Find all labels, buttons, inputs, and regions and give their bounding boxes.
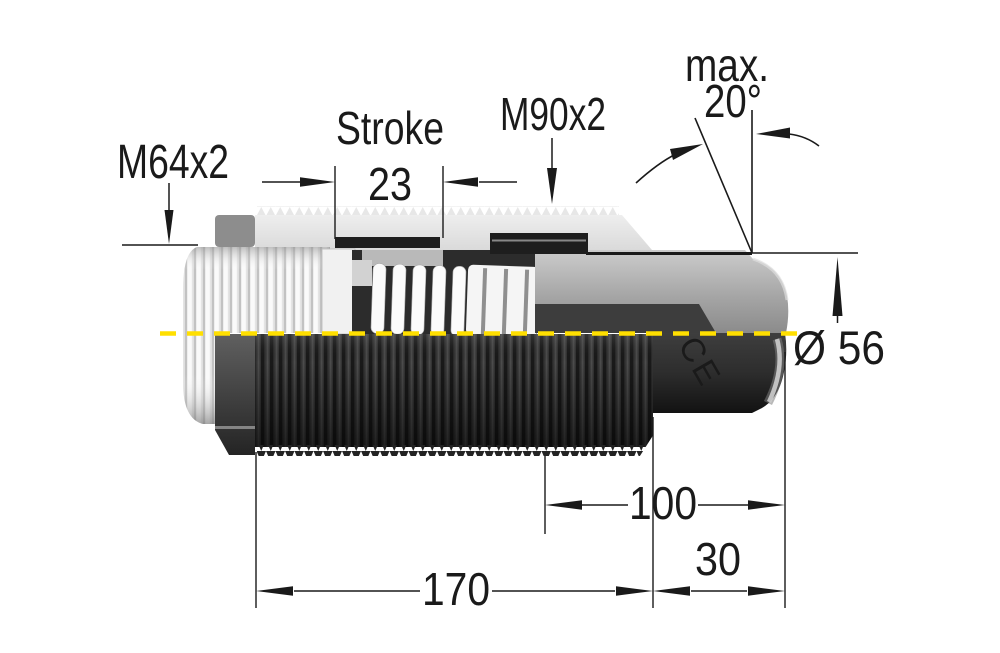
dim-100 — [545, 500, 785, 510]
label-main-thread: M90x2 — [500, 88, 606, 140]
m90-thread-lower — [255, 334, 659, 459]
dim-angle — [635, 110, 858, 254]
dim-m64 — [122, 183, 198, 246]
absorber-body: CE — [160, 206, 806, 459]
label-diameter: Ø 56 — [793, 321, 885, 374]
collar — [321, 248, 356, 335]
dim-m90 — [547, 138, 557, 204]
tube-wall-section-right — [490, 233, 588, 254]
label-angle-value: 20° — [704, 75, 762, 127]
label-layer: M64x2 Stroke 23 M90x2 max. 20° Ø 56 100 … — [117, 39, 885, 615]
tube-wall-section-left — [335, 237, 440, 248]
dimension-layer — [122, 110, 858, 608]
label-front-thread: M64x2 — [117, 136, 229, 189]
rear-body-lower: CE — [653, 330, 787, 413]
label-stroke-word: Stroke — [336, 102, 444, 154]
tube-wall-highlight — [492, 239, 586, 242]
label-angle-prefix: max. — [685, 39, 769, 91]
label-stroke-value: 23 — [368, 158, 412, 210]
dim-text-100: 100 — [629, 477, 697, 529]
m90-thread-upper — [255, 206, 655, 254]
rear-body-upper — [535, 250, 789, 333]
dim-text-170: 170 — [422, 563, 490, 615]
extension-lines — [255, 352, 786, 608]
rod-guide — [362, 250, 443, 266]
dim-stroke — [262, 166, 517, 239]
guide-step — [352, 260, 372, 286]
hex-nut-lower — [215, 334, 255, 455]
hex-nut-upper — [215, 215, 255, 247]
rod-shadow — [535, 304, 716, 333]
m64-thread — [183, 247, 330, 424]
dim-diameter — [832, 257, 843, 323]
dim-170-30 — [256, 586, 785, 596]
spring — [370, 263, 540, 337]
dim-text-30: 30 — [695, 533, 741, 585]
